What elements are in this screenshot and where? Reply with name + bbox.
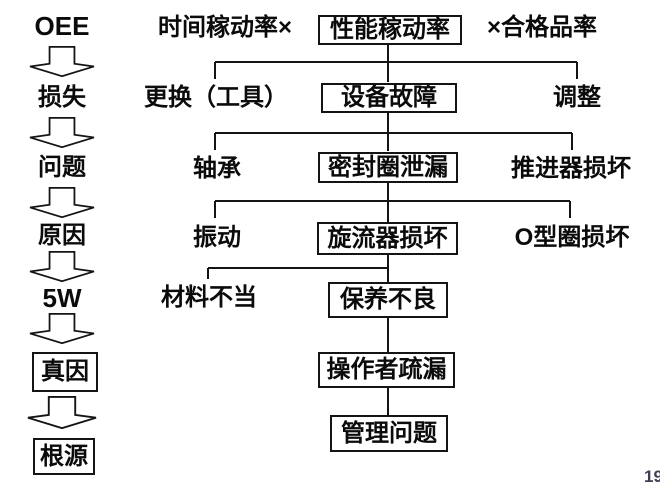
management-problem-box: 管理问题 <box>330 415 448 452</box>
vibration-label: 振动 <box>193 224 241 251</box>
equipment-failure-box: 设备故障 <box>321 83 457 113</box>
down-arrow-icon <box>29 313 95 345</box>
down-arrow-icon <box>29 187 95 219</box>
rail-label-five-w: 5W <box>42 283 82 313</box>
o-ring-damage-label: O型圈损坏 <box>514 224 630 251</box>
performance-rate-box: 性能稼动率 <box>318 15 462 45</box>
down-arrow-icon <box>29 117 95 149</box>
rail-true-cause-box: 真因 <box>32 352 98 392</box>
tool-change-label: 更换（工具） <box>144 84 288 111</box>
cyclone-damage-box: 旋流器损坏 <box>317 222 458 255</box>
improper-material-label: 材料不当 <box>161 284 257 311</box>
time-availability-label: 时间稼动率× <box>157 14 292 41</box>
down-arrow-icon <box>29 46 95 78</box>
poor-maintenance-box: 保养不良 <box>328 282 448 318</box>
page-number: 19 <box>644 467 660 486</box>
rail-label-oee: OEE <box>34 11 90 41</box>
quality-rate-label: ×合格品率 <box>486 14 597 41</box>
thruster-damage-label: 推进器损坏 <box>511 155 631 182</box>
down-arrow-icon <box>29 251 95 283</box>
adjustment-label: 调整 <box>553 84 601 111</box>
rail-label-loss: 损失 <box>38 84 86 111</box>
operator-negligence-box: 操作者疏漏 <box>318 352 455 388</box>
seal-leak-box: 密封圈泄漏 <box>318 152 458 183</box>
rail-root-source-box: 根源 <box>33 438 95 475</box>
rail-label-problem: 问题 <box>38 154 86 181</box>
bearing-label: 轴承 <box>193 155 241 182</box>
rail-label-cause: 原因 <box>38 222 86 249</box>
down-arrow-icon <box>27 396 97 430</box>
